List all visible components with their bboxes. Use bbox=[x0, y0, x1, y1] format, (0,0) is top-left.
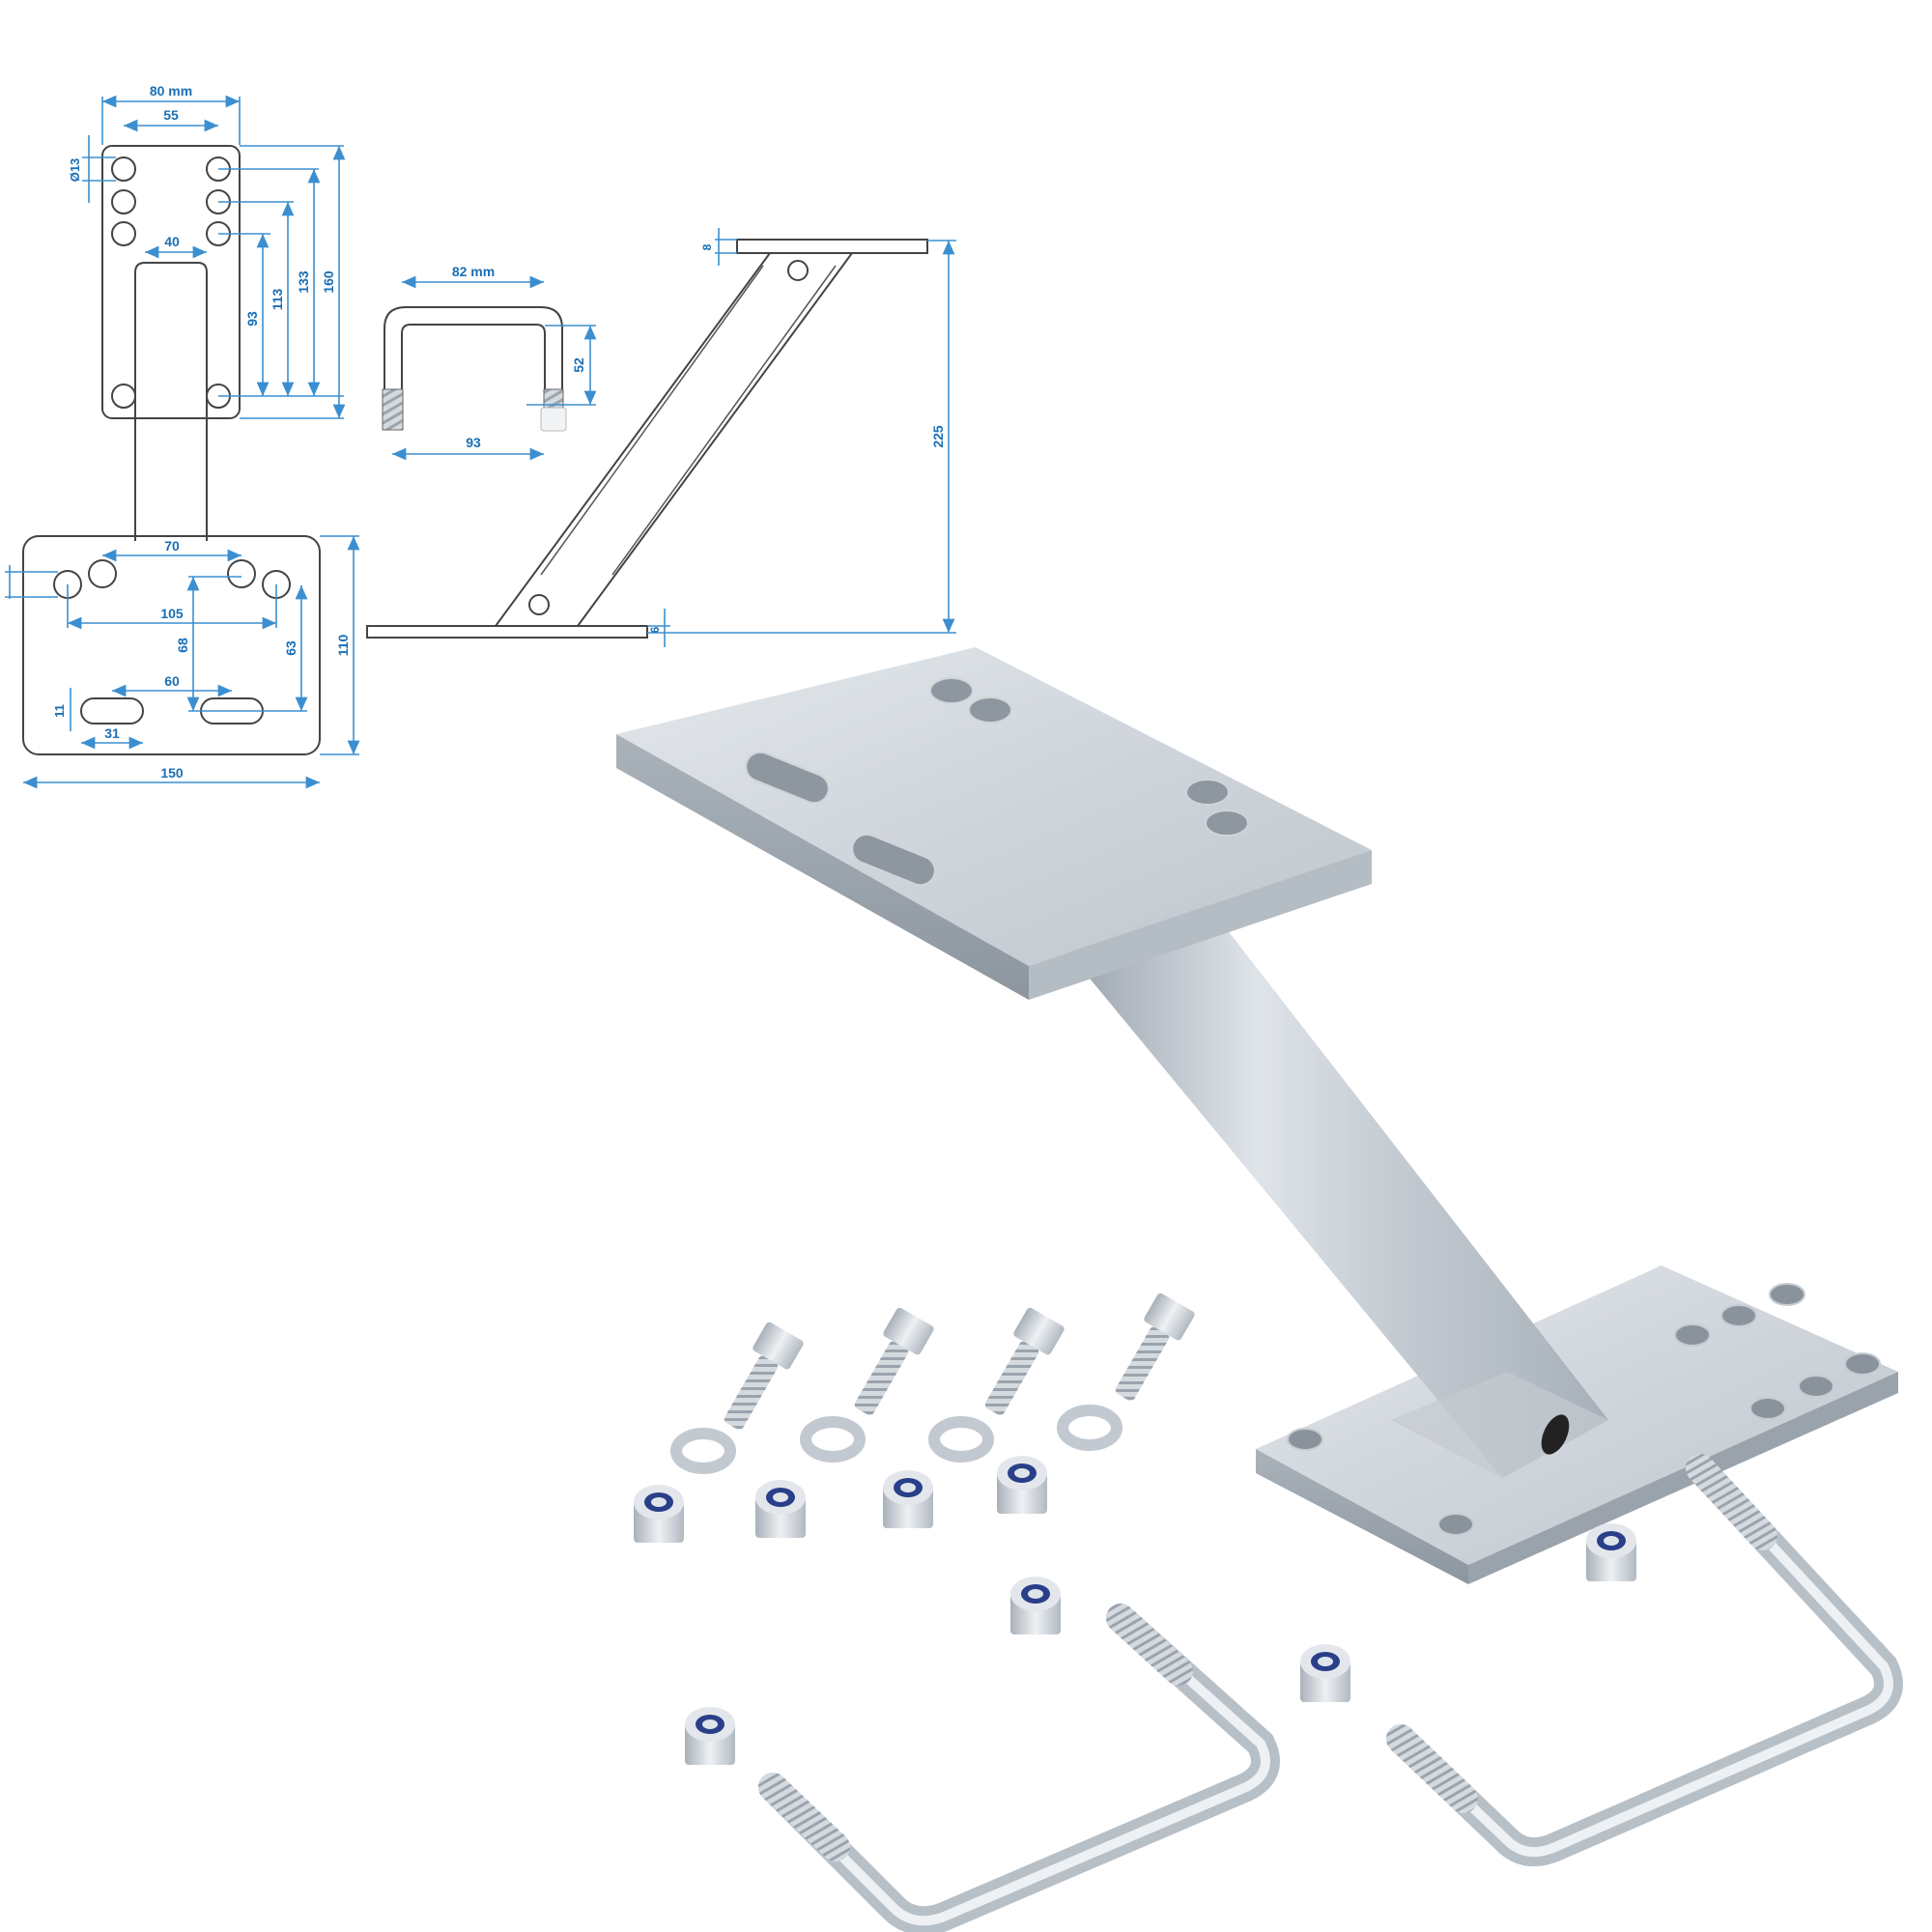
dim-225: 225 bbox=[930, 425, 946, 448]
hardware-kit bbox=[634, 1293, 1903, 1932]
drawing-side-view: 8 225 6 bbox=[366, 228, 956, 647]
drawing-base-plate: 70 105 68 63 60 11 31 150 110 bbox=[5, 535, 360, 789]
dim-93: 93 bbox=[466, 435, 481, 450]
dim-110: 110 bbox=[335, 634, 351, 656]
drawing-top-plate: 80 mm 55 40 Ø13 93 113 133 160 bbox=[68, 83, 346, 541]
drawing-ubolt: 82 mm 93 52 bbox=[382, 264, 597, 461]
dim-8: 8 bbox=[700, 243, 714, 250]
u-bolt-right bbox=[1386, 1454, 1903, 1867]
dim-150: 150 bbox=[160, 765, 184, 781]
hex-bolts bbox=[724, 1293, 1195, 1430]
dim-70: 70 bbox=[164, 538, 180, 554]
u-bolt-left bbox=[758, 1604, 1280, 1932]
dim-80mm: 80 mm bbox=[150, 83, 192, 99]
dim-82mm: 82 mm bbox=[452, 264, 495, 279]
dim-52: 52 bbox=[571, 357, 586, 373]
dim-133: 133 bbox=[296, 270, 311, 294]
washers bbox=[670, 1405, 1122, 1474]
dim-113: 113 bbox=[270, 288, 285, 310]
dim-diameter-13: Ø13 bbox=[68, 158, 82, 183]
top-plate bbox=[616, 647, 1372, 1000]
dim-11: 11 bbox=[52, 704, 67, 718]
dim-40: 40 bbox=[164, 234, 180, 249]
dim-160: 160 bbox=[321, 270, 336, 294]
dim-55: 55 bbox=[163, 107, 179, 123]
lock-nuts bbox=[634, 1456, 1636, 1765]
dim-105: 105 bbox=[160, 606, 184, 621]
bracket-photo bbox=[616, 647, 1898, 1584]
dim-31: 31 bbox=[104, 725, 120, 741]
dim-6: 6 bbox=[648, 626, 662, 633]
dim-68: 68 bbox=[175, 638, 190, 653]
dim-93: 93 bbox=[244, 311, 260, 327]
dim-63: 63 bbox=[283, 640, 298, 656]
dim-60: 60 bbox=[164, 673, 180, 689]
